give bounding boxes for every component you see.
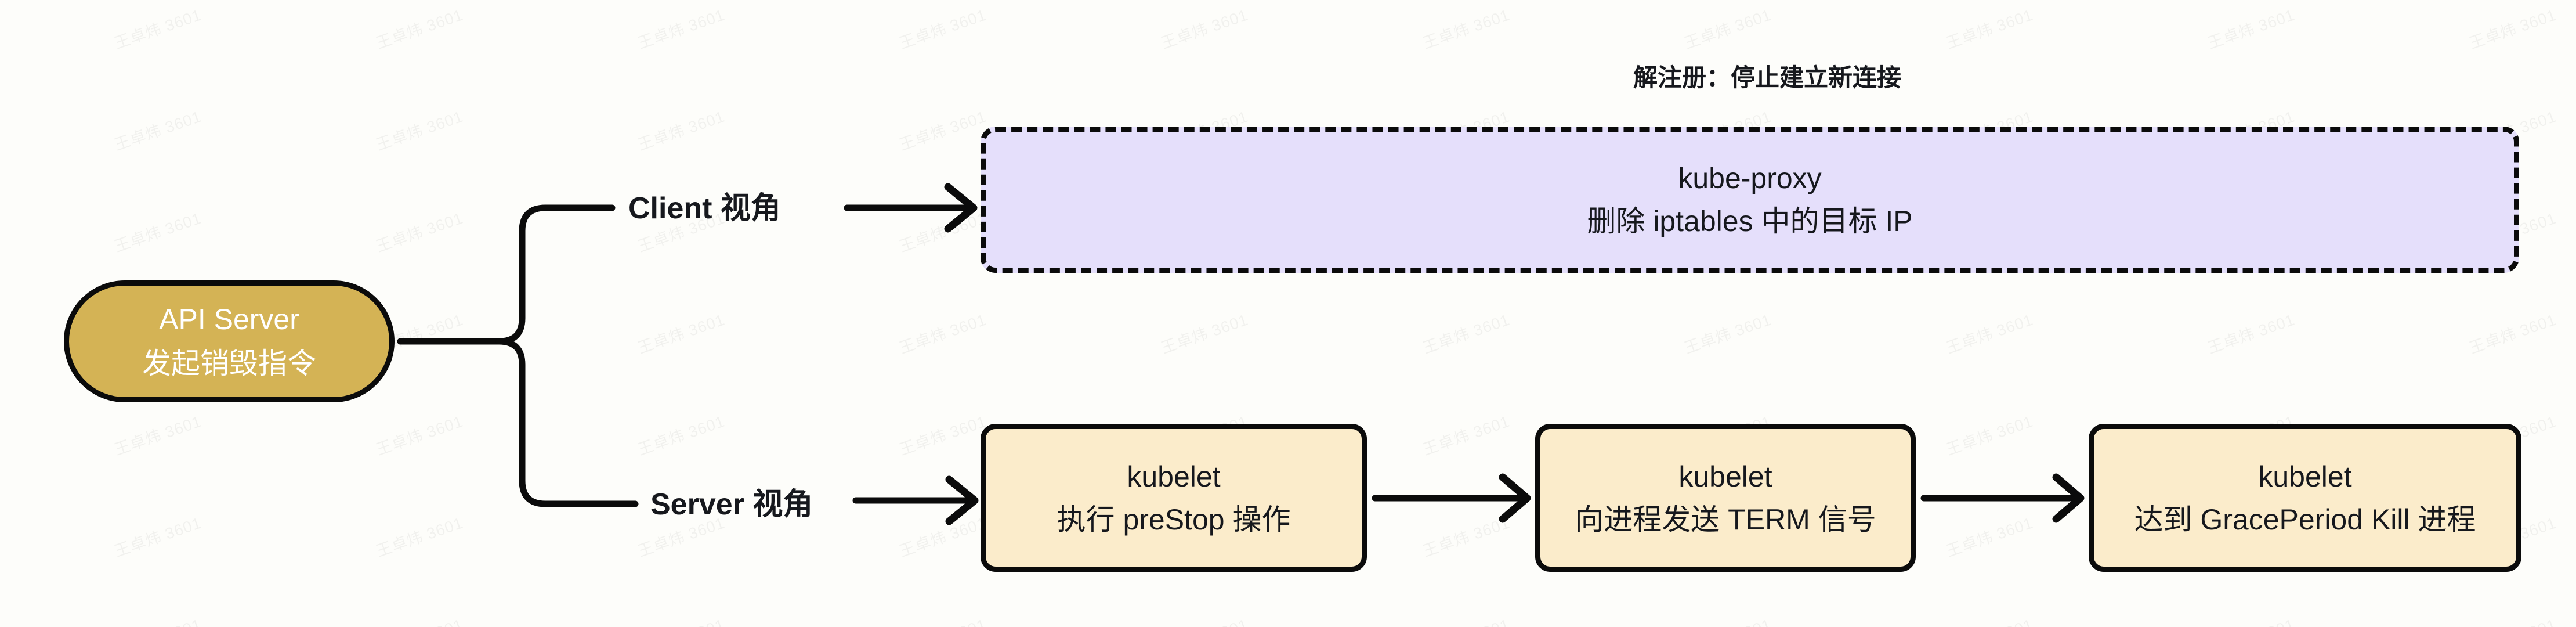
watermark-text: 王卓炜 3601 xyxy=(1157,307,1251,358)
arrowhead-kubelet1-to-kubelet2 xyxy=(1499,473,1531,523)
node-kubelet-term-line1: kubelet xyxy=(1678,460,1772,493)
node-kube-proxy-line1: kube-proxy xyxy=(1678,162,1822,194)
arrowhead-server-to-kubelet1 xyxy=(945,475,979,525)
node-kube-proxy-line2: 删除 iptables 中的目标 IP xyxy=(1587,205,1913,237)
watermark-text: 王卓炜 3601 xyxy=(372,510,466,561)
watermark-text: 王卓炜 3601 xyxy=(896,409,989,460)
watermark-text: 王卓炜 3601 xyxy=(372,612,466,627)
watermark-text: 王卓炜 3601 xyxy=(1419,409,1513,460)
watermark-text: 王卓炜 3601 xyxy=(896,206,989,257)
arrowhead-client-to-kubeproxy xyxy=(944,183,978,233)
watermark-text: 王卓炜 3601 xyxy=(372,206,466,257)
node-kubelet-term-line2: 向进程发送 TERM 信号 xyxy=(1575,503,1876,536)
watermark-text: 王卓炜 3601 xyxy=(1681,2,1774,53)
node-api-server-line1: API Server xyxy=(159,303,299,336)
watermark-text: 王卓炜 3601 xyxy=(2466,2,2559,53)
watermark-text: 王卓炜 3601 xyxy=(1942,2,2036,53)
deregister-title: 解注册：停止建立新连接 xyxy=(1633,64,1902,91)
watermark-text: 王卓炜 3601 xyxy=(634,307,728,358)
edge-branch-up xyxy=(495,204,616,345)
watermark-text: 王卓炜 3601 xyxy=(1681,612,1774,627)
watermark-text: 王卓炜 3601 xyxy=(372,409,466,460)
watermark-text: 王卓炜 3601 xyxy=(1157,2,1251,53)
watermark-text: 王卓炜 3601 xyxy=(111,510,204,561)
node-kubelet-prestop-line2: 执行 preStop 操作 xyxy=(1057,503,1291,536)
watermark-text: 王卓炜 3601 xyxy=(1942,510,2036,561)
watermark-text: 王卓炜 3601 xyxy=(372,2,466,53)
edge-label-client-view: Client 视角 xyxy=(628,192,781,225)
node-kubelet-term[interactable]: kubelet 向进程发送 TERM 信号 xyxy=(1535,424,1916,572)
watermark-text: 王卓炜 3601 xyxy=(2204,307,2298,358)
watermark-text: 王卓炜 3601 xyxy=(111,206,204,257)
watermark-text: 王卓炜 3601 xyxy=(896,612,989,627)
watermark-text: 王卓炜 3601 xyxy=(111,409,204,460)
node-kubelet-prestop[interactable]: kubelet 执行 preStop 操作 xyxy=(981,424,1367,572)
watermark-text: 王卓炜 3601 xyxy=(372,104,466,155)
edge-branch-down xyxy=(495,338,639,507)
watermark-text: 王卓炜 3601 xyxy=(1419,612,1513,627)
watermark-text: 王卓炜 3601 xyxy=(634,104,728,155)
edge-label-server-view: Server 视角 xyxy=(650,488,813,521)
node-kube-proxy[interactable]: kube-proxy 删除 iptables 中的目标 IP xyxy=(981,127,2519,273)
watermark-text: 王卓炜 3601 xyxy=(896,510,989,561)
watermark-text: 王卓炜 3601 xyxy=(1942,409,2036,460)
watermark-text: 王卓炜 3601 xyxy=(111,2,204,53)
node-kubelet-kill-line1: kubelet xyxy=(2258,460,2352,493)
watermark-text: 王卓炜 3601 xyxy=(2204,2,2298,53)
watermark-text: 王卓炜 3601 xyxy=(1419,510,1513,561)
watermark-text: 王卓炜 3601 xyxy=(896,104,989,155)
watermark-text: 王卓炜 3601 xyxy=(2466,307,2559,358)
watermark-text: 王卓炜 3601 xyxy=(896,307,989,358)
watermark-text: 王卓炜 3601 xyxy=(2204,612,2298,627)
watermark-text: 王卓炜 3601 xyxy=(634,409,728,460)
watermark-text: 王卓炜 3601 xyxy=(1157,612,1251,627)
watermark-text: 王卓炜 3601 xyxy=(1419,307,1513,358)
watermark-text: 王卓炜 3601 xyxy=(1419,2,1513,53)
node-api-server[interactable]: API Server 发起销毁指令 xyxy=(64,280,395,402)
watermark-text: 王卓炜 3601 xyxy=(634,2,728,53)
watermark-text: 王卓炜 3601 xyxy=(2466,612,2559,627)
watermark-text: 王卓炜 3601 xyxy=(634,612,728,627)
watermark-text: 王卓炜 3601 xyxy=(1681,307,1774,358)
watermark-text: 王卓炜 3601 xyxy=(111,612,204,627)
node-api-server-line2: 发起销毁指令 xyxy=(142,347,316,380)
node-kubelet-kill[interactable]: kubelet 达到 GracePeriod Kill 进程 xyxy=(2089,424,2521,572)
arrowhead-kubelet2-to-kubelet3 xyxy=(2052,473,2085,523)
watermark-text: 王卓炜 3601 xyxy=(896,2,989,53)
watermark-text: 王卓炜 3601 xyxy=(111,104,204,155)
watermark-text: 王卓炜 3601 xyxy=(1942,612,2036,627)
watermark-text: 王卓炜 3601 xyxy=(1942,307,2036,358)
node-kubelet-kill-line2: 达到 GracePeriod Kill 进程 xyxy=(2134,503,2476,536)
node-kubelet-prestop-line1: kubelet xyxy=(1127,460,1221,493)
